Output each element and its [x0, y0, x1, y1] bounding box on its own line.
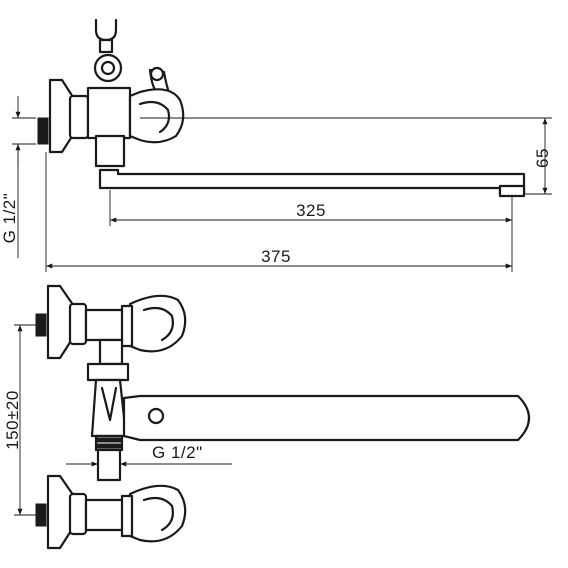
handle-side [128, 88, 185, 144]
valve-body [86, 86, 132, 140]
spout-side [98, 168, 526, 196]
dimension-thread-side: G 1/2" [0, 193, 19, 244]
shower-hook [94, 18, 118, 42]
upper-union-nut [86, 362, 130, 382]
dimension-center-distance: 150±20 [3, 390, 22, 450]
dimension-thread-front: G 1/2" [152, 443, 203, 462]
handle-lower [128, 484, 187, 543]
spout-pivot [147, 407, 165, 425]
dimension-total-length: 375 [261, 247, 291, 266]
dimension-height-offset: 65 [533, 148, 552, 168]
dimension-spout-reach: 325 [296, 201, 326, 220]
diverter-body [90, 378, 128, 438]
diverter-knob [93, 53, 123, 83]
spout-front [122, 394, 531, 442]
front-view: 150±20 G 1/2" [3, 284, 531, 550]
handle-upper [128, 294, 187, 353]
side-view: 65 G 1/2" 325 375 [0, 18, 552, 272]
